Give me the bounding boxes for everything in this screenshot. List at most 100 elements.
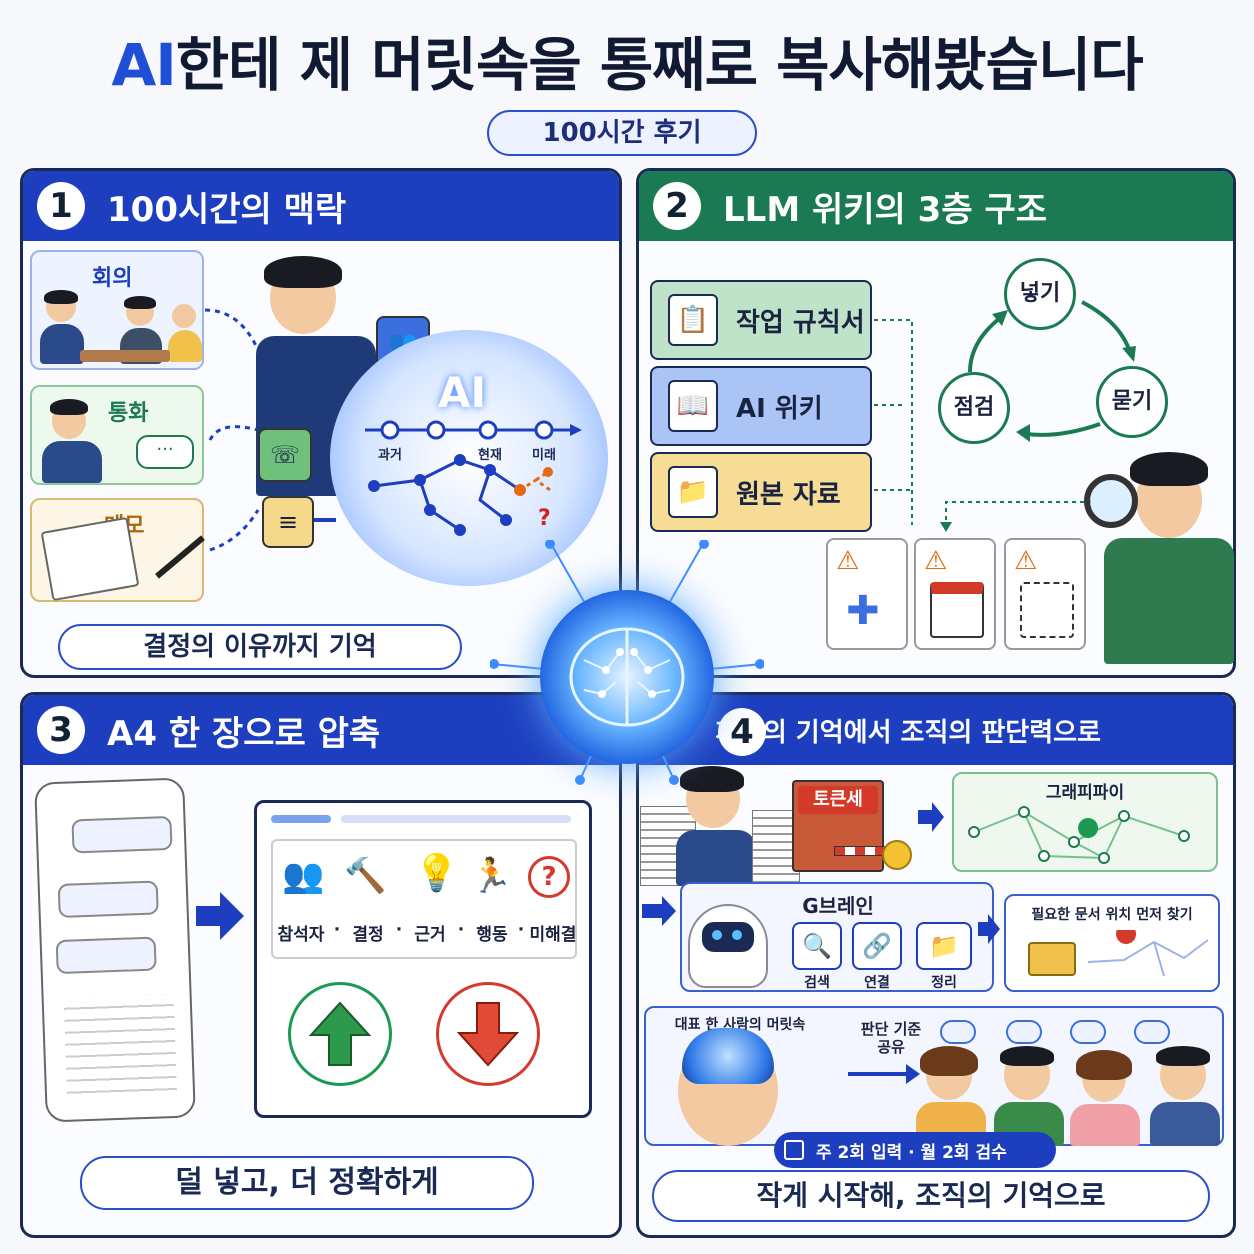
notepad-icon (40, 516, 140, 602)
call-label: 통화 (108, 401, 149, 426)
issue-connector (940, 500, 1091, 532)
kw-sep: · (333, 920, 341, 940)
panel-number: 1 (37, 182, 85, 230)
share-arrow-icon (848, 1064, 920, 1084)
magnifier-icon (1084, 474, 1138, 528)
question-icon: ? (528, 856, 570, 898)
gbrain-card: G브레인 🔍 🔗 📁 검색 연결 정리 (680, 882, 994, 992)
folder-icon: 📁 (668, 466, 718, 518)
token-tax-sign: 토큰세 (798, 786, 878, 814)
graphify-card: 그래피파이 (952, 772, 1218, 872)
timeline-present: 현재 (478, 448, 502, 463)
panel-title: LLM 위키의 3층 구조 (723, 189, 1048, 230)
cycle-ask: 묻기 (1096, 366, 1168, 438)
thought-brain-icon (1070, 1020, 1106, 1044)
kw-participants: 참석자 (277, 925, 325, 945)
panel-title: A4 한 장으로 압축 (107, 713, 381, 754)
kw-decision: 결정 (352, 925, 384, 945)
arrow-to-find-first (978, 914, 1000, 944)
down-arrow-icon (436, 982, 540, 1086)
kw-sep: · (395, 920, 403, 940)
timeline-graph (365, 420, 582, 536)
subtitle-badge: 100시간 후기 (487, 110, 757, 156)
warning-icon: ⚠ (836, 546, 860, 576)
panel-number: 4 (718, 708, 766, 756)
thought-brain-icon (1134, 1020, 1170, 1044)
folder-icon (1028, 942, 1076, 976)
center-brain-icon (540, 590, 714, 764)
kw-basis: 근거 (414, 925, 446, 945)
panel-title: 100시간의 맥락 (107, 189, 347, 230)
page-title: AI한테 제 머릿속을 통째로 복사해봤습니다 (0, 18, 1254, 102)
memo-tile-icon: ≡ (262, 496, 314, 548)
thought-brain-icon (1006, 1020, 1042, 1044)
layer-rules: 📋작업 규칙서 (650, 280, 872, 360)
puzzle-icon: ✚ (846, 588, 880, 634)
memo-card: 메모 (30, 498, 205, 602)
long-transcript-scroll (34, 777, 196, 1123)
coins-icon (882, 840, 912, 870)
panel-number: 2 (653, 182, 701, 230)
kw-unresolved: 미해결 (529, 925, 577, 945)
pen-icon (155, 535, 205, 579)
calendar-icon (784, 1140, 804, 1160)
title-ai: AI (111, 31, 176, 99)
chat-bubble-icon: ··· (136, 435, 194, 469)
layer-wiki-label: AI 위키 (736, 393, 823, 424)
panel-organization-footer: 작게 시작해, 조직의 기억으로 (652, 1170, 1210, 1222)
panel-number: 3 (37, 706, 85, 754)
step-link: 연결 (864, 975, 890, 991)
kw-action: 행동 (476, 925, 508, 945)
step-search: 검색 (804, 975, 830, 991)
layer-rules-label: 작업 규칙서 (736, 307, 865, 338)
panel-context-footer: 결정의 이유까지 기억 (58, 624, 462, 670)
link-step-icon: 🔗 (852, 922, 902, 970)
panel-context-header: 1 100시간의 맥락 (23, 171, 619, 241)
layer-source-label: 원본 자료 (736, 479, 841, 510)
title-text: 한테 제 머릿속을 통째로 복사해봤습니다 (175, 31, 1144, 99)
folder-step-icon: 📁 (916, 922, 972, 970)
issue-card-puzzle: ⚠✚ (826, 538, 908, 650)
schedule-badge: 주 2회 입력 · 월 2회 검수 (774, 1132, 1056, 1168)
cloud-ai-label: AI (438, 368, 487, 417)
meeting-label: 회의 (92, 266, 133, 291)
lightbulb-icon: 💡 (414, 853, 459, 894)
find-first-card: 필요한 문서 위치 먼저 찾기 (1004, 894, 1220, 992)
ceo-label: 대표 한 사람의 머릿속 (674, 1017, 806, 1033)
knowledge-graph-icon (968, 806, 1190, 864)
location-graph-icon (1087, 930, 1209, 977)
issue-card-calendar: ⚠ (914, 538, 996, 650)
kw-sep: · (517, 920, 525, 940)
calendar-icon (930, 582, 984, 638)
warning-icon: ⚠ (1014, 546, 1038, 576)
glowing-brain-icon (682, 1028, 774, 1084)
cycle-check: 점검 (938, 372, 1010, 444)
panel-title: 개인의 기억에서 조직의 판단력으로 (715, 717, 1101, 748)
layer-source: 📁 원본 자료 (650, 452, 872, 532)
arrow-to-gbrain (642, 896, 676, 926)
up-arrow-icon (288, 982, 392, 1086)
robot-icon (688, 904, 768, 988)
layer-wiki: 📖AI 위키 (650, 366, 872, 446)
warning-icon: ⚠ (924, 546, 948, 576)
search-step-icon: 🔍 (792, 922, 842, 970)
panel-compress-footer: 덜 넣고, 더 정확하게 (80, 1156, 534, 1210)
toll-booth-icon: 토큰세 (792, 780, 884, 872)
participants-icon: 👥 (282, 856, 325, 896)
gavel-icon: 🔨 (344, 856, 387, 896)
share-label-2: 공유 (877, 1038, 905, 1056)
timeline-future: 미래 (532, 448, 556, 463)
arrow-to-graphify (918, 802, 944, 832)
call-card: 통화 ··· (30, 385, 204, 485)
missing-piece-icon (1020, 582, 1074, 638)
layer-connectors (874, 319, 913, 525)
gbrain-label: G브레인 (802, 894, 874, 918)
timeline-past: 과거 (378, 448, 402, 463)
cycle-put: 넣기 (1004, 258, 1076, 330)
graphify-label: 그래피파이 (1045, 783, 1125, 803)
panel-structure-header: 2 LLM 위키의 3층 구조 (639, 171, 1233, 241)
schedule-label: 주 2회 입력 · 월 2회 검수 (816, 1142, 1007, 1163)
phone-tile-icon: ☏ (258, 428, 312, 482)
step-organize: 정리 (931, 975, 957, 991)
issue-card-missing: ⚠ (1004, 538, 1086, 650)
